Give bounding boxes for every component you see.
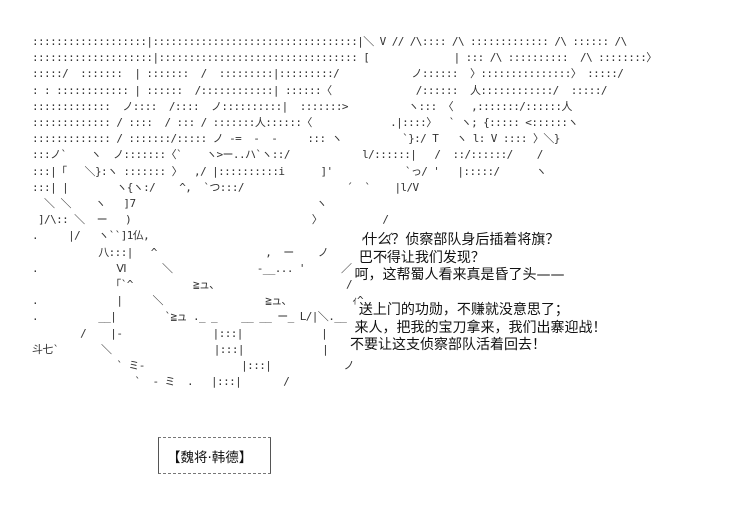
- aa-line: . __| `≧ュ ._ _ __ __ ー_ L/|＼.__: [32, 310, 347, 324]
- aa-line: ` - ミ . |:::| /: [32, 375, 290, 389]
- aa-line: ::::::::::::: / :::: / ::: / :::::::人:::…: [32, 116, 578, 130]
- aa-line: 斗七` ＼ |:::| |: [32, 342, 329, 356]
- aa-line: :::::/ ::::::: | ::::::: / :::::::::|:::…: [32, 67, 624, 81]
- character-nameplate: 【魏将·韩德】: [158, 437, 271, 474]
- aa-line: :::| | ヽ{ヽ:/ ^, `つ:::/ ´ ` |l/V: [32, 180, 419, 194]
- aa-line: :::::::::::::::::::|::::::::::::::::::::…: [32, 35, 627, 48]
- dialogue-line: 巴不得让我们发现？: [350, 249, 485, 266]
- aa-line: :::ノ` ヽ ノ:::::::〈` ヽ>ー..ハ`ヽ::/ l/::::::|…: [32, 148, 543, 162]
- dialogue-line: 什么？侦察部队身后插着将旗？: [350, 232, 560, 248]
- aa-line: . Ⅵ ＼ -__... ' ／: [32, 261, 352, 275]
- aa-line: ]/\:: ＼ ー ) 〉 /: [32, 213, 389, 227]
- ascii-art: :::::::::::::::::::|::::::::::::::::::::…: [32, 34, 657, 390]
- aa-line: . |/ ヽ``]1仏, , ィ: [32, 229, 395, 243]
- aa-line: ` ミ- |:::| ノ: [32, 359, 354, 373]
- aa-line: 八:::| ^ , ー ノ ,: [32, 245, 389, 259]
- aa-line: 「`^ ≧ュ、 /: [32, 278, 353, 292]
- nameplate-label: 【魏将·韩德】: [167, 450, 253, 466]
- dialogue-line: [350, 285, 606, 303]
- aa-line: ::::::::::::: / :::::::/::::: ノ -= - - :…: [32, 132, 560, 146]
- aa-line: ＼ ＼ ヽ ]7 ヽ: [32, 197, 327, 211]
- aa-line: / |- |:::| |: [32, 326, 328, 340]
- dialogue-line: 送上门的功勋，不赚就没意思了；: [350, 302, 569, 318]
- aa-line: ::::::::::::::::::::|:::::::::::::::::::…: [32, 51, 657, 65]
- dialogue-line: 呵，这帮蜀人看来真是昏了头——: [350, 267, 565, 283]
- aa-line: : : :::::::::::: | :::::: /::::::::::::|…: [32, 83, 607, 97]
- aa-line: :::|「 ＼}:ヽ ::::::: 〉 ,/ |::::::::::i ]' …: [32, 164, 547, 178]
- dialogue-line: 来人，把我的宝刀拿来，我们出寨迎战！: [350, 319, 607, 336]
- dialogue-text: 什么？侦察部队身后插着将旗？ 巴不得让我们发现？ 呵，这帮蜀人看来真是昏了头——…: [350, 232, 606, 355]
- aa-line: ::::::::::::: ノ:::: /:::: ノ::::::::::| :…: [32, 99, 572, 113]
- aa-line: . | ＼ ≧ュ、 ｨ^: [32, 294, 364, 308]
- dialogue-line: 不要让这支侦察部队活着回去！: [350, 337, 546, 353]
